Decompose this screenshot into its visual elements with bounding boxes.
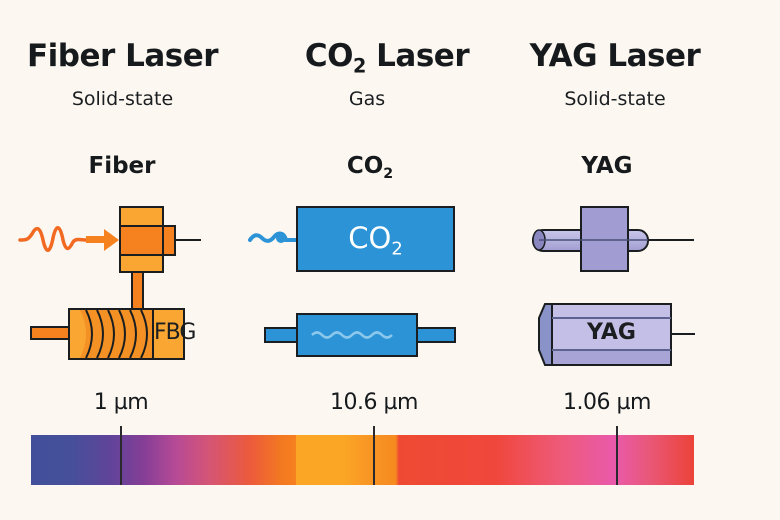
co2-component-main: CO [346,153,384,179]
fiber-component-label: Fiber [88,153,156,179]
fiber-laser-medium: Solid-state [71,88,174,110]
co2-component-label: CO2 [310,153,430,182]
co2-tube-sub: 2 [391,238,403,260]
fbg-section [152,308,185,360]
yag-laser-medium: Solid-state [564,88,666,110]
co2-tube-main: CO [348,221,392,255]
fiber-input [30,326,70,340]
wavelength-spectrum [31,426,694,485]
co2-laser-diagram [248,206,456,357]
yag-crystal-shade [553,350,670,364]
discharge-wave-icon [311,331,393,339]
yag-crystal-end [538,303,553,366]
wavelength-label-yag: 1.06 µm [563,390,651,415]
co2-component-sub: 2 [383,165,394,182]
gas-flow-wave-icon [248,231,298,243]
co2-title-rest: Laser [365,38,470,74]
pump-module-cap [162,225,176,256]
yag-laser-title: YAG Laser [529,38,701,74]
pump-arrow-shaft [86,236,106,243]
co2-tube [296,206,455,272]
fiber-laser-diagram [18,206,201,360]
co2-title-sub: 2 [353,54,366,78]
co2-discharge-output [414,327,456,343]
coil-turn [85,309,93,359]
yag-component-label: YAG [581,153,633,179]
gas-flow-bulb [276,233,286,243]
coil-turn [140,309,148,359]
co2-discharge-input [264,327,300,343]
co2-laser-title: CO2 Laser [262,38,512,76]
co2-discharge-tube [296,313,418,357]
spectrum-bar [31,435,694,485]
coil-turn [129,309,137,359]
wavelength-label-fiber: 1 µm [93,390,149,415]
fiber-laser-title: Fiber Laser [26,38,219,74]
co2-laser-medium: Gas [348,88,386,110]
wavelength-label-co2: 10.6 µm [330,390,418,415]
yag-laser-diagram [532,206,695,366]
co2-tube-label: CO2 [297,221,454,258]
coil-turn [118,309,126,359]
coil-band [80,310,152,358]
co2-title-main: CO [304,38,354,74]
pump-arrow-head-icon [104,229,119,251]
pump-wave-icon [18,226,90,252]
coil-turn [96,309,104,359]
fbg-label: FBG [154,320,196,345]
yag-pump-block [580,206,629,272]
fiber-vertical [131,271,144,310]
yag-crystal-label: YAG [587,320,636,345]
pump-module-core [119,225,164,256]
coil-turn [107,309,115,359]
